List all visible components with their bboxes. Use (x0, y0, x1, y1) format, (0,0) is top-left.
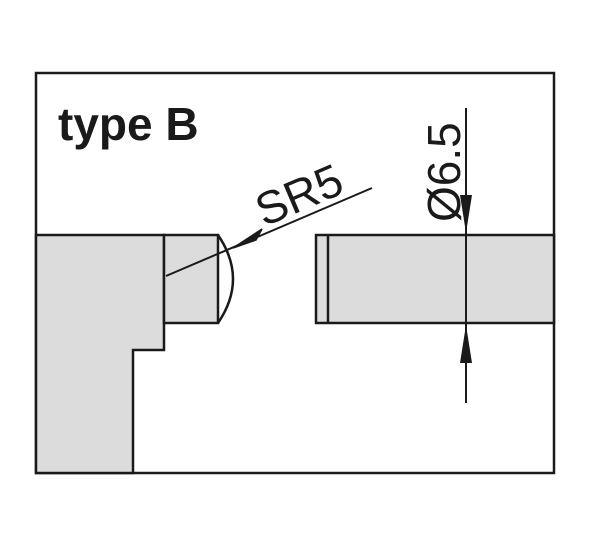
sr5-arrowhead (232, 228, 263, 249)
right-cylindrical-rod (314, 233, 556, 325)
sr5-leader-line (165, 187, 373, 277)
drawing-title: type B (58, 98, 199, 150)
diameter-arrowhead-top (460, 195, 472, 233)
diameter-arrowhead-bottom (460, 325, 472, 363)
diameter-dimension-label: Ø6.5 (418, 122, 470, 222)
spherical-tip-pin (162, 233, 220, 325)
spherical-end-arc (216, 234, 235, 324)
